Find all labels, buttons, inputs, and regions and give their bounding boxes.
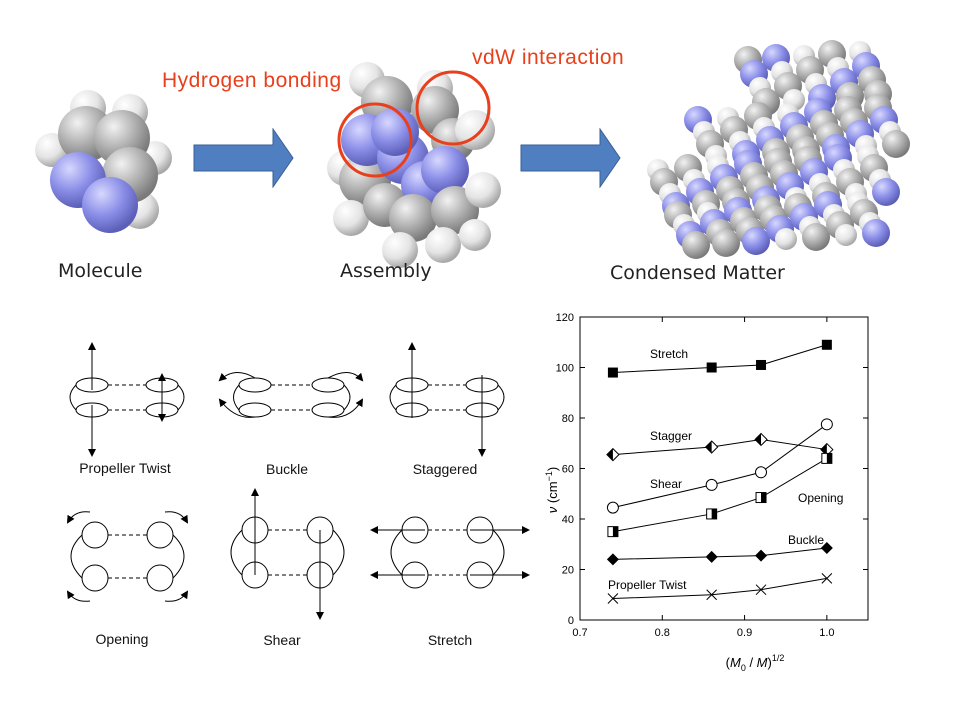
mode-label-shear: Shear (263, 632, 301, 648)
caption-assembly: Assembly (340, 260, 432, 282)
stretch-diagram (370, 516, 530, 589)
data-point (606, 553, 619, 566)
x-tick-label: 0.9 (737, 627, 752, 639)
series-label: Buckle (788, 533, 824, 547)
y-tick-label: 60 (562, 464, 574, 476)
atom (835, 224, 857, 246)
data-point-fill (705, 441, 712, 454)
atom (882, 130, 910, 158)
series-line (612, 344, 828, 374)
data-point (821, 339, 832, 350)
data-point (705, 478, 718, 491)
y-tick-label: 100 (556, 363, 574, 375)
series-line (612, 423, 828, 509)
data-point-fill (820, 443, 827, 456)
y-tick-label: 40 (562, 514, 574, 526)
series-line (612, 577, 827, 600)
data-point-fill (826, 453, 832, 464)
series-label: Shear (650, 477, 682, 491)
right-arrow-icon (520, 128, 621, 188)
data-point (821, 572, 833, 584)
atom (775, 228, 797, 250)
data-point (706, 362, 717, 373)
data-point (755, 584, 767, 596)
caption-molecule: Molecule (58, 260, 143, 282)
y-tick-label: 120 (556, 312, 574, 324)
atom (872, 178, 900, 206)
data-point (607, 593, 619, 604)
mode-label-staggered: Staggered (412, 461, 478, 477)
data-point-fill (755, 433, 762, 446)
right-arrow-icon (193, 128, 294, 188)
chart-series: StretchStaggerShearOpeningBucklePropelle… (606, 339, 843, 604)
assembly-image (327, 62, 501, 268)
atom (802, 223, 830, 251)
x-tick-label: 0.8 (655, 627, 670, 639)
shear-diagram (230, 488, 345, 620)
x-tick-label: 0.7 (572, 627, 587, 639)
propeller-twist-diagram (69, 342, 185, 457)
series-label: Opening (798, 491, 843, 505)
data-point (606, 501, 619, 514)
data-point (820, 542, 833, 555)
data-point (820, 418, 833, 431)
mode-label-propeller-twist: Propeller Twist (79, 460, 171, 476)
series-label: Stretch (650, 347, 688, 361)
data-point (755, 466, 768, 479)
hydrogen-bonding-label: Hydrogen bonding (162, 69, 342, 92)
data-point-fill (612, 526, 618, 537)
data-point (706, 589, 718, 601)
mode-label-opening: Opening (95, 631, 149, 647)
y-tick-label: 20 (562, 565, 574, 577)
opening-diagram (66, 511, 189, 602)
mode-label-buckle: Buckle (265, 461, 309, 477)
y-axis-label: ν (cm−1) (544, 467, 560, 513)
atom (862, 219, 890, 247)
molecule-image (35, 90, 172, 233)
atom (682, 231, 710, 259)
caption-condensed-matter: Condensed Matter (610, 262, 785, 284)
mode-label-stretch: Stretch (427, 632, 473, 648)
atom (742, 227, 770, 255)
frequency-chart: 0 20 40 60 80 100 120 0.7 0.8 0.9 1.0 StretchStagg… (544, 312, 869, 673)
data-point-fill (606, 448, 613, 461)
data-point (756, 359, 767, 370)
data-point (607, 367, 618, 378)
data-point-fill (761, 492, 767, 503)
atom (712, 229, 740, 257)
y-tick-label: 0 (568, 615, 574, 627)
series-line (612, 457, 828, 533)
x-tick-label: 1.0 (819, 627, 834, 639)
data-point (755, 549, 768, 562)
y-tick-label: 80 (562, 413, 574, 425)
plot-frame (579, 316, 869, 621)
vdw-interaction-label: vdW interaction (472, 46, 625, 69)
chart-axes: 0 20 40 60 80 100 120 0.7 0.8 0.9 1.0 (556, 312, 869, 639)
series-line (612, 438, 827, 456)
series-label: Stagger (650, 429, 692, 443)
condensed-matter-image (647, 40, 910, 259)
data-point-fill (711, 508, 717, 519)
x-axis-label: (M0 / M)1/2 (726, 653, 785, 673)
vibration-modes-diagram (66, 342, 530, 620)
series-label: Propeller Twist (608, 578, 687, 592)
buckle-diagram (218, 372, 364, 418)
staggered-diagram (389, 342, 505, 457)
series-line (612, 547, 827, 560)
data-point (705, 550, 718, 563)
